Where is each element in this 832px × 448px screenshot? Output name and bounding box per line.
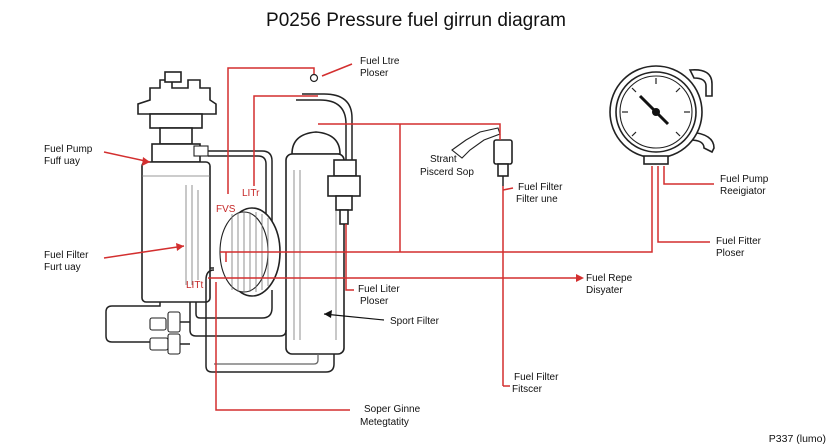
label-fuel-filter-line: Fuel Filter Filter une [516, 182, 565, 205]
label-fuel-liter-mid: Fuel Liter Ploser [358, 284, 402, 307]
component-labels: Fuel Ltre Ploser Fuel Pump Fuff uay Fuel… [44, 56, 826, 445]
fuel-pump-regulator-gauge [609, 65, 715, 165]
label-sport-filter: Sport Filter [390, 316, 440, 327]
label-fuel-pump-left: Fuel Pump Fuff uay [44, 144, 95, 167]
sensor-point-icon [309, 73, 319, 83]
fuel-pressure-sensor [327, 159, 361, 225]
label-red-litt: LITt [186, 280, 203, 291]
label-fuel-filter-ploser-right: Fuel Fitter Ploser [716, 236, 764, 259]
label-fuel-filter-left: Fuel Filter Furt uay [44, 250, 91, 273]
label-strant: Strant Piscerd Sop [420, 154, 474, 178]
label-fuel-litre-ploser-top: Fuel Ltre Ploser [360, 56, 402, 79]
strant-valve [451, 127, 513, 186]
red-leader-lines [103, 63, 714, 411]
diagram-title: P0256 Pressure fuel girrun diagram [266, 10, 566, 31]
label-fuel-repe: Fuel Repe Disyater [586, 273, 635, 296]
footer-code: P337 (lumo) [769, 433, 826, 445]
label-red-litr: LITr [242, 188, 260, 199]
fuel-lines [105, 267, 335, 373]
label-fuel-filter-bottom: Fuel Filter Fitscer [512, 372, 561, 395]
fuel-cooler-coil [205, 207, 281, 300]
fuel-pump-assembly [137, 71, 273, 303]
label-fuel-pump-regulator: Fuel Pump Reeigiator [720, 174, 771, 197]
label-red-fvs: FVS [216, 204, 236, 215]
label-soper-ginne: Soper Ginne Metegtatity [360, 404, 423, 428]
